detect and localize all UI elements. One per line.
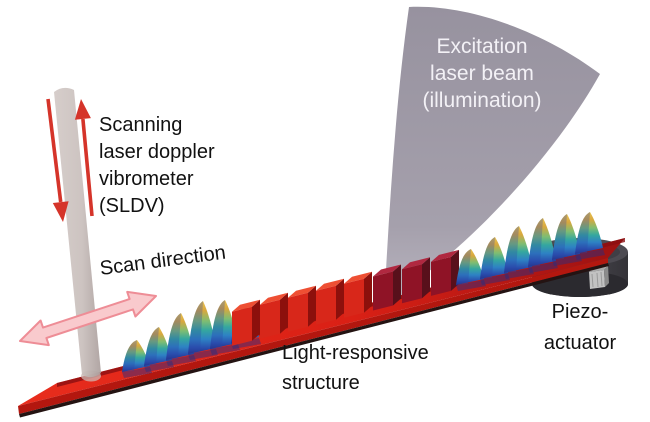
- fin-side: [364, 271, 372, 313]
- wave-fin: [122, 340, 150, 372]
- fin-top: [232, 299, 260, 312]
- fin-top: [373, 264, 401, 277]
- fin-top: [288, 285, 316, 298]
- excitation-line-2: laser beam: [430, 62, 534, 85]
- fin-top: [260, 292, 288, 305]
- light-responsive-fins-icon: [232, 249, 459, 346]
- wave-fin: [188, 301, 216, 354]
- fin-side: [252, 299, 260, 341]
- sldv-laser-rod-icon: [54, 87, 101, 382]
- excitation-line-3: (illumination): [422, 89, 542, 112]
- sldv-line-3: vibrometer: [99, 168, 194, 190]
- fin-front: [402, 264, 422, 304]
- wave-fin-facet: [480, 237, 495, 279]
- up-arrow-icon: [74, 99, 94, 217]
- vibrometer-arrows: [46, 98, 94, 222]
- fin-side: [280, 292, 288, 334]
- sldv-label: Scanning laser doppler vibrometer (SLDV): [99, 112, 215, 220]
- wave-base-shadow: [456, 280, 486, 291]
- fin-side: [308, 285, 316, 327]
- fin-front: [232, 306, 252, 346]
- wave-base-shadow: [122, 367, 152, 378]
- wave-fin: [480, 237, 508, 279]
- scan-direction-arrow-icon: [19, 290, 157, 347]
- wave-base-shadow: [480, 274, 510, 285]
- wave-fin: [528, 218, 556, 267]
- down-arrow-icon: [46, 98, 69, 222]
- wave-base-shadow: [188, 349, 218, 360]
- wave-fin: [552, 214, 580, 260]
- excitation-label: Excitation laser beam (illumination): [398, 33, 566, 114]
- wave-fin-facet: [166, 313, 181, 360]
- structure-line-2: structure: [282, 372, 360, 394]
- structure-line-1: Light-responsive: [282, 342, 429, 364]
- wave-base-shadow: [552, 255, 582, 266]
- piezo-line-2: actuator: [543, 332, 617, 354]
- fin-side: [422, 257, 430, 299]
- wave-fin-facet: [188, 301, 203, 354]
- piezo-actuator-label: Piezo- actuator: [505, 297, 650, 359]
- fin-front: [260, 299, 280, 339]
- wave-fin: [210, 300, 238, 349]
- fin-top: [431, 249, 459, 262]
- fin-front: [288, 292, 308, 332]
- wave-fin-facet: [210, 300, 225, 349]
- piezo-line-1: Piezo-: [551, 301, 609, 323]
- wave-fin: [456, 249, 484, 285]
- wave-base-shadow: [575, 249, 605, 260]
- sldv-line-1: Scanning: [99, 114, 183, 136]
- sldv-line-2: laser doppler: [99, 141, 215, 163]
- wave-base-shadow: [166, 355, 196, 366]
- light-responsive-structure-label: Light-responsive structure: [282, 338, 429, 398]
- wave-fin-facet: [122, 340, 137, 372]
- excitation-cone-icon: [386, 6, 600, 299]
- wave-fin: [144, 327, 172, 366]
- fin-top: [316, 278, 344, 291]
- wave-fin-facet: [552, 214, 567, 260]
- wave-base-shadow: [528, 262, 558, 273]
- fin-front: [344, 278, 364, 318]
- wave-fin-facet: [144, 327, 159, 366]
- fin-front: [373, 271, 393, 311]
- fin-side: [393, 264, 401, 306]
- wave-base-shadow: [144, 361, 174, 372]
- wave-fin: [166, 313, 194, 360]
- wave-fin-facet: [575, 212, 590, 254]
- fin-top: [402, 257, 430, 270]
- wave-fin-facet: [504, 226, 519, 273]
- wave-fin-facet: [456, 249, 471, 285]
- fin-front: [431, 256, 451, 296]
- wave-base-shadow: [231, 338, 261, 349]
- wave-base-shadow: [504, 268, 534, 279]
- sldv-line-4: (SLDV): [99, 195, 165, 217]
- fin-top: [344, 271, 372, 284]
- wavefield-right-icon: [456, 212, 605, 291]
- wave-fin: [575, 212, 603, 254]
- wave-fin-facet: [528, 218, 543, 267]
- fin-side: [336, 278, 344, 320]
- wave-fin: [504, 226, 532, 273]
- wave-base-shadow: [210, 344, 240, 355]
- excitation-line-1: Excitation: [436, 35, 528, 58]
- fin-front: [316, 285, 336, 325]
